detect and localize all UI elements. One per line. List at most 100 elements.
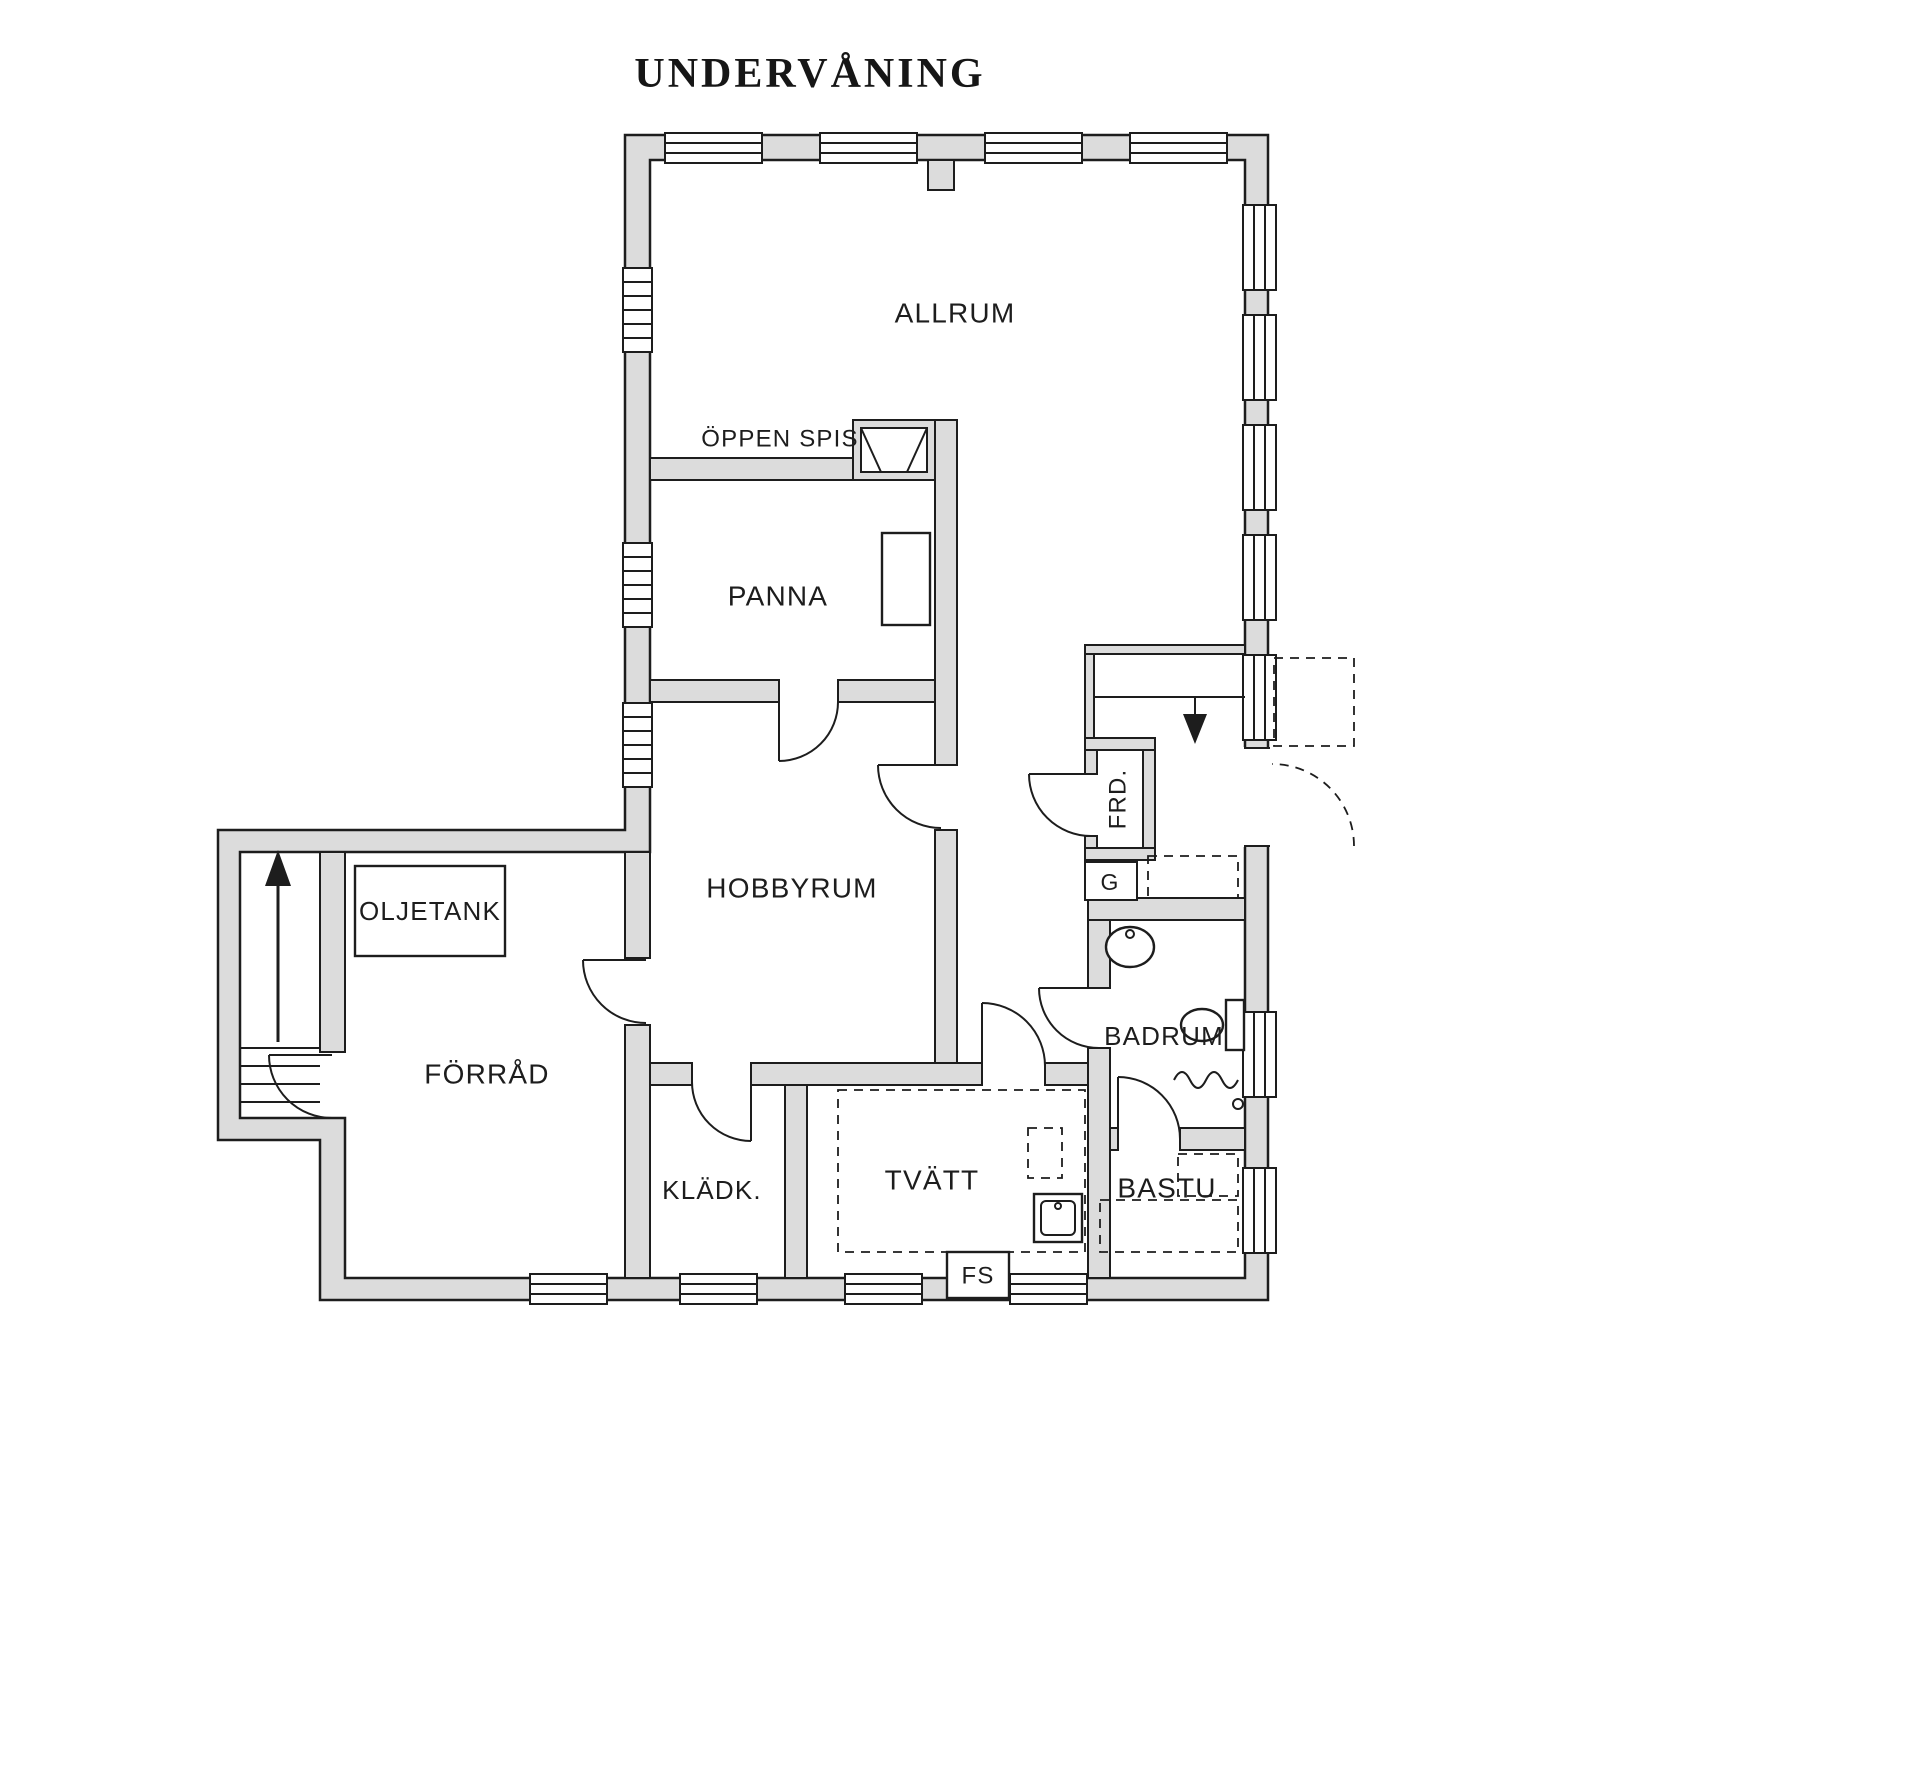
window <box>1242 534 1277 621</box>
frd-wall-top <box>1084 737 1156 751</box>
wall-panna-hobbyrum-left <box>649 679 780 703</box>
wall-badrum-top <box>1087 897 1246 921</box>
laundry-sink-tap <box>1054 1202 1062 1210</box>
basement-window <box>622 542 653 628</box>
basement-window <box>622 702 653 788</box>
window <box>1009 1273 1088 1305</box>
porch-dashed <box>1273 657 1355 747</box>
oljetank-box <box>353 864 507 958</box>
windows-left-hatched <box>622 267 653 788</box>
fixtures <box>353 531 1246 1300</box>
room-label-oljetank: OLJETANK <box>359 896 501 926</box>
room-label-badrum: BADRUM <box>1104 1021 1224 1051</box>
windows-bottom <box>529 1273 1088 1305</box>
stair-landing-wall-left <box>1084 653 1095 739</box>
staircase-right <box>1094 696 1245 744</box>
fireplace-symbol <box>860 427 928 473</box>
door-panna <box>778 701 839 762</box>
bastu-bench-dashed <box>1099 1199 1239 1253</box>
wall-corridor-tvatt <box>1044 1062 1089 1086</box>
door-stair <box>268 1054 333 1119</box>
window <box>679 1273 758 1305</box>
wall-hobbyrum-tvatt <box>750 1062 983 1086</box>
entrance-door-swing-dashed <box>1271 763 1355 847</box>
wall-allrum-panna <box>649 457 859 481</box>
stair-landing-wall-top <box>1084 644 1246 655</box>
frd-wall-right <box>1142 749 1156 849</box>
badrum-fixtures <box>1104 925 1246 1110</box>
exterior-walls <box>216 133 1270 1302</box>
window <box>529 1273 608 1305</box>
window <box>819 132 918 164</box>
window <box>1242 654 1277 741</box>
frd-wall-bottom <box>1084 847 1156 861</box>
frd-wall-left-upper <box>1084 749 1098 775</box>
window <box>1242 1167 1277 1254</box>
plan-title: UNDERVÅNING <box>634 51 986 97</box>
wall-kladk-tvatt <box>784 1084 808 1279</box>
windows-right <box>1242 204 1277 1254</box>
floor-drain <box>1232 1098 1244 1110</box>
door-tvatt <box>981 1002 1046 1067</box>
door-bastu <box>1117 1076 1181 1140</box>
bathroom-sink <box>1104 925 1156 969</box>
entrance <box>1242 657 1355 847</box>
door-frd <box>1028 773 1092 837</box>
room-label-frd: FRD. <box>1104 769 1131 830</box>
wall-panna-hall <box>934 419 958 766</box>
wall-forrad-kladk <box>624 1024 651 1279</box>
toilet-bowl <box>1179 1007 1225 1043</box>
doors <box>268 701 1181 1142</box>
entrance-jambs <box>1244 747 1270 847</box>
window <box>844 1273 923 1305</box>
frd-wall-left-lower <box>1084 835 1098 849</box>
windows-top <box>664 132 1228 164</box>
closets <box>1084 855 1239 901</box>
laundry-sink-basin <box>1040 1200 1076 1236</box>
fs-box <box>945 1250 1011 1300</box>
wall-tvatt-bastu <box>1087 1047 1111 1279</box>
wall-stub-top <box>927 159 955 191</box>
room-label-fs: FS <box>961 1262 994 1289</box>
wall-badrum-bastu-left <box>1109 1127 1119 1151</box>
room-label-forrad: FÖRRÅD <box>424 1058 549 1089</box>
door-hobbyrum-west <box>582 959 647 1024</box>
toilet-tank <box>1224 998 1246 1052</box>
room-label-kladkammare: KLÄDK. <box>662 1175 762 1205</box>
basement-window <box>622 267 653 353</box>
window <box>664 132 763 164</box>
wall-stair-forrad <box>319 851 346 1053</box>
door-badrum <box>1038 987 1100 1049</box>
fireplace-line-left <box>860 427 882 473</box>
wall-hobbyrum-corridor <box>934 829 958 1064</box>
window <box>1242 314 1277 401</box>
room-label-garderob: G <box>1100 869 1119 895</box>
door-kladkammare <box>691 1081 752 1142</box>
entrance-opening <box>1242 747 1272 847</box>
radiator-squiggle <box>1173 1071 1239 1089</box>
wall-panna-hobbyrum-right <box>837 679 936 703</box>
boiler-unit <box>880 531 932 627</box>
stair-up-arrow-head <box>265 850 291 886</box>
bathroom-sink-tap <box>1125 929 1135 939</box>
exterior-wall-band <box>216 133 1270 1302</box>
room-label-tvatt: TVÄTT <box>885 1164 980 1195</box>
bastu-heater-dashed <box>1177 1153 1239 1197</box>
wall-forrad-hobbyrum-upper <box>624 851 651 959</box>
room-label-allrum: ALLRUM <box>895 297 1016 328</box>
room-label-hobbyrum: HOBBYRUM <box>706 872 877 903</box>
fs-rect <box>945 1250 1011 1300</box>
window <box>1242 204 1277 291</box>
room-label-oppen-spis: ÖPPEN SPIS <box>701 425 858 452</box>
garderob-box <box>1084 861 1138 901</box>
tvatt-appliance-dashed <box>1027 1127 1063 1179</box>
bastu-fixtures <box>1099 1153 1239 1253</box>
room-label-panna: PANNA <box>728 580 828 611</box>
window <box>1242 1011 1277 1098</box>
window <box>984 132 1083 164</box>
wall-badrum-bastu-right <box>1179 1127 1246 1151</box>
window <box>1242 424 1277 511</box>
fireplace-line-right <box>906 427 928 473</box>
